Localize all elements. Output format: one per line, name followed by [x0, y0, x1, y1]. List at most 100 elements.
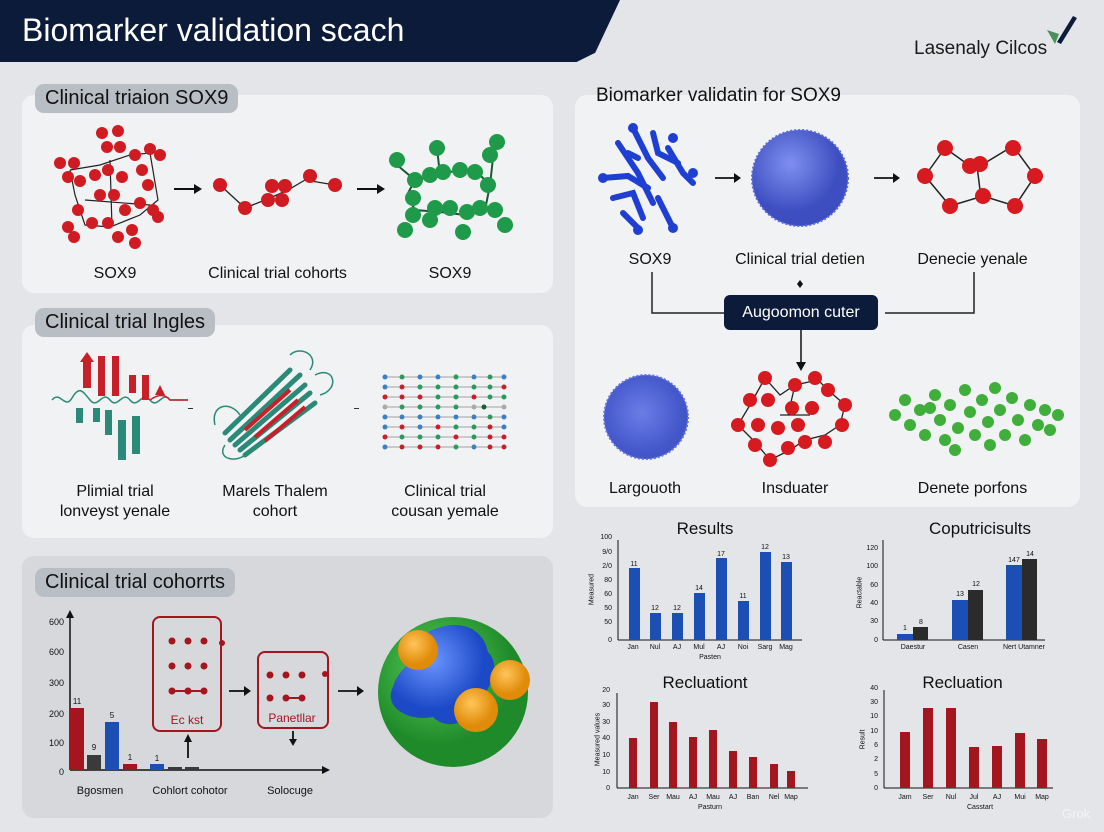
y-tick: 10 — [870, 728, 878, 735]
green-molecule-icon — [389, 134, 513, 240]
dot-grid-icon — [168, 637, 225, 695]
molecule-label: Denecie yenale — [917, 251, 1028, 268]
red-molecule-icon — [54, 125, 166, 249]
bar-label: 9 — [91, 743, 97, 752]
bar-value: 12 — [972, 581, 980, 588]
y-tick: 40 — [602, 735, 610, 742]
y-tick: 10 — [602, 769, 610, 776]
x-tick: AJ — [672, 644, 682, 651]
y-tick: 40 — [870, 685, 878, 692]
x-axis-label: Pasten — [699, 654, 721, 661]
x-tick: Mui — [1014, 794, 1026, 801]
x-tick: Nel — [768, 794, 780, 801]
y-tick: 20 — [602, 687, 610, 694]
arrow-right-icon — [874, 173, 900, 183]
x-tick: Mau — [706, 794, 720, 801]
arrow-down-icon — [289, 731, 297, 746]
bar-value: 12 — [651, 605, 659, 612]
arrow-right-icon — [338, 686, 364, 696]
molecule-label: Largouoth — [608, 480, 682, 497]
box-label: Ec kst — [170, 713, 204, 727]
y-tick: 40 — [870, 600, 878, 607]
x-tick: Noi — [737, 644, 749, 651]
y-tick: 60 — [870, 582, 878, 589]
x-tick: Map — [1035, 794, 1049, 801]
structure-label-line1: Marels Thalem — [222, 483, 328, 500]
structure-label-line1: Clinical trial — [404, 483, 486, 500]
axis-category-label: Solocuge — [267, 785, 313, 797]
y-tick: 2/0 — [602, 563, 612, 570]
y-tick: 0 — [606, 785, 610, 792]
y-tick: 600 — [48, 647, 64, 657]
center-process-label: Augoomon cuter — [742, 304, 860, 321]
x-tick: Nul — [945, 794, 957, 801]
bar-value: 13 — [782, 554, 790, 561]
y-tick: 10 — [602, 752, 610, 759]
y-tick: 0 — [874, 637, 878, 644]
y-tick: 120 — [866, 545, 878, 552]
bar — [70, 708, 84, 770]
x-tick: AJ — [992, 794, 1002, 801]
structure-label-line2: lonveyst yenale — [59, 503, 171, 520]
bar — [150, 764, 164, 770]
protein-fold-icon — [213, 350, 334, 460]
y-tick: 100 — [48, 738, 64, 748]
x-tick: Ban — [746, 794, 760, 801]
bar-label: 1 — [127, 753, 133, 762]
panel-title: Biomarker validatin for SOX9 — [596, 85, 841, 106]
coputricisults-bar-chart — [882, 540, 1045, 641]
y-tick: 0 — [608, 637, 612, 644]
y-tick: 9/0 — [602, 549, 612, 556]
y-tick: 6 — [874, 742, 878, 749]
red-ring-molecule-icon — [917, 140, 1043, 214]
chart-title: Recluation — [922, 673, 1003, 692]
molecule-label: Insduater — [761, 480, 829, 497]
molecule-label: SOX9 — [628, 251, 672, 268]
panel-title: Clinical triaion SOX9 — [35, 84, 239, 113]
y-tick: 30 — [870, 699, 878, 706]
molecule-label: Clinical trial cohorts — [208, 265, 347, 282]
bar — [105, 722, 119, 770]
brand-name: Lasenaly Cilcos — [914, 38, 1048, 59]
arrow-right-icon — [229, 686, 251, 696]
x-tick: Mag — [779, 644, 793, 651]
y-tick: 30 — [870, 618, 878, 625]
x-tick: Nert Utamner — [1002, 644, 1045, 651]
bar-value: 12 — [761, 544, 769, 551]
molecule-label: Denete porfons — [917, 480, 1028, 497]
bar-value: 8 — [919, 619, 923, 626]
x-tick: Map — [784, 794, 798, 801]
bar — [123, 764, 137, 770]
page-title: Biomarker validation scach — [22, 12, 405, 48]
x-tick: AJ — [728, 794, 738, 801]
blue-polymer-icon — [598, 123, 698, 235]
bar-value: 14 — [695, 585, 703, 592]
chart-title: Results — [676, 519, 734, 538]
arrow-right-icon — [357, 184, 385, 194]
y-axis-label: Result — [859, 729, 867, 750]
x-axis-label: Casstart — [966, 804, 994, 811]
flow-connector — [651, 272, 975, 367]
y-tick: 2 — [874, 756, 878, 763]
y-tick: 300 — [48, 678, 64, 688]
bar-value: 11 — [630, 561, 638, 568]
blue-sphere-icon — [603, 374, 689, 460]
y-axis-label: Reactable — [856, 576, 864, 609]
y-tick: 80 — [604, 577, 612, 584]
checkmark-logo-icon — [1047, 16, 1077, 44]
green-cluster-icon — [889, 382, 1064, 456]
bar-value: 12 — [673, 605, 681, 612]
y-tick: 0 — [874, 785, 878, 792]
y-tick: 200 — [48, 709, 64, 719]
watermark: Grok — [1062, 806, 1091, 821]
structure-label-line2: cousan yemale — [391, 503, 499, 520]
y-tick: 600 — [48, 617, 64, 627]
dot-grid-icon — [266, 671, 328, 702]
x-tick: Jan — [627, 794, 639, 801]
arrow-right-icon — [715, 173, 741, 183]
axis-category-label: Bgosmen — [76, 785, 124, 797]
separator-dash — [354, 408, 359, 409]
cohort-box-ec — [152, 616, 222, 732]
